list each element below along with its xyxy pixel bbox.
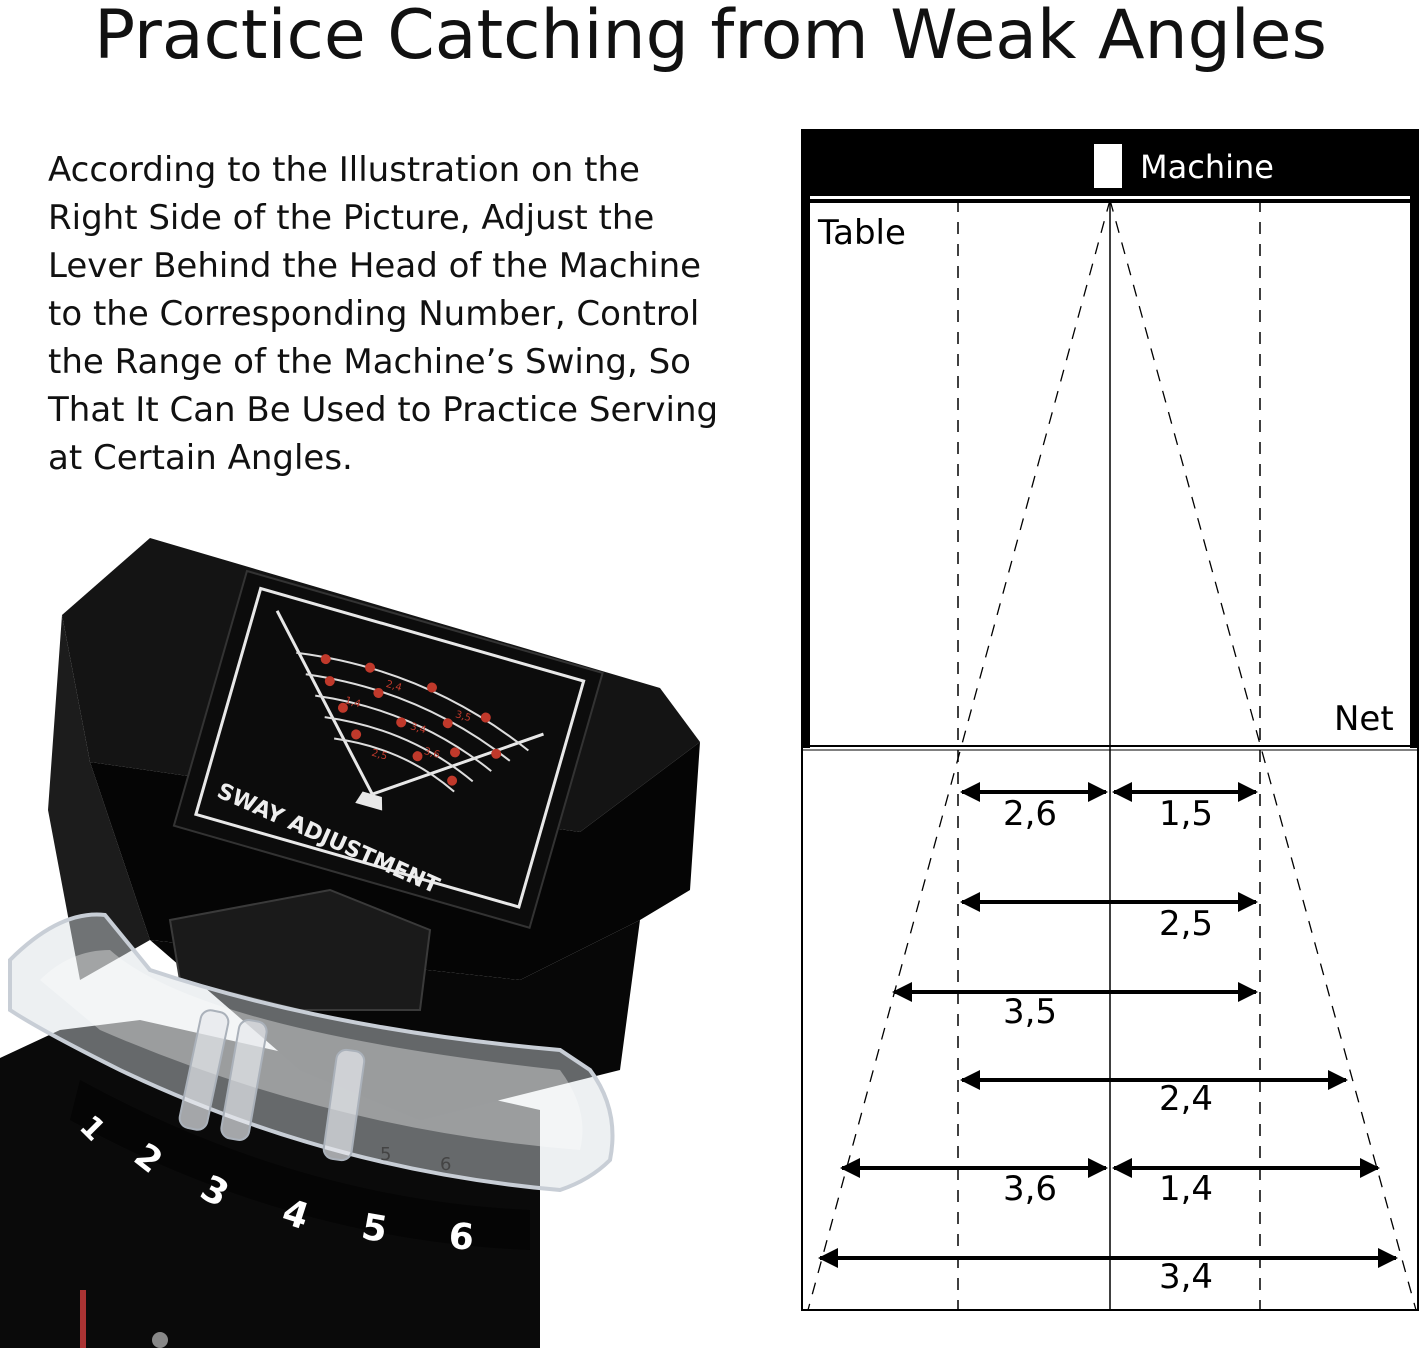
machine-label: Machine (1140, 148, 1274, 186)
panel-number: 3,5 (454, 709, 472, 724)
range-label: 2,6 (1003, 794, 1057, 834)
net-label: Net (1334, 699, 1394, 739)
range-label: 2,4 (1159, 1079, 1213, 1119)
clear-dial: 1 2 3 4 5 6 5 6 (8, 912, 615, 1259)
panel-number: 2,4 (385, 679, 403, 694)
description-line: That It Can Be Used to Practice Serving (48, 390, 719, 430)
dial-small-number: 6 (440, 1154, 451, 1175)
machine-head-photo: 2,4 3,5 1,4 3,4 3,6 2,5 SWAY ADJUSTMENT … (0, 538, 700, 1348)
range-label: 3,6 (1003, 1169, 1057, 1209)
table-label: Table (817, 213, 906, 253)
range-label: 1,4 (1159, 1169, 1213, 1209)
range-label: 3,5 (1003, 992, 1057, 1032)
range-label: 2,5 (1159, 904, 1213, 944)
table-left-edge (802, 196, 810, 748)
range-label: 3,4 (1159, 1257, 1213, 1297)
sway-panel: 2,4 3,5 1,4 3,4 3,6 2,5 SWAY ADJUSTMENT (172, 569, 604, 929)
panel-number: 3,6 (423, 746, 441, 761)
range-label: 1,5 (1159, 794, 1213, 834)
description-line: According to the Illustration on the (48, 150, 640, 190)
dial-number: 6 (447, 1216, 475, 1259)
machine-marker (1094, 144, 1122, 188)
description-line: Lever Behind the Head of the Machine (48, 246, 702, 286)
panel-number: 3,4 (409, 721, 427, 736)
panel-number: 1,4 (344, 695, 362, 710)
dial-small-number: 5 (380, 1144, 391, 1165)
panel-number: 2,5 (370, 748, 388, 763)
description-line: the Range of the Machine’s Swing, So (48, 342, 691, 382)
description: According to the Illustration on the Rig… (48, 146, 719, 482)
table-right-edge (1410, 196, 1418, 748)
description-line: to the Corresponding Number, Control (48, 294, 700, 334)
page-title: Practice Catching from Weak Angles (94, 0, 1327, 75)
range-arrows (818, 782, 1398, 1268)
description-line: at Certain Angles. (48, 438, 353, 478)
machine-head-side (48, 615, 150, 980)
table-angle-diagram: Machine Table Net 2,6 1,5 2,5 3,5 2,4 3,… (801, 129, 1419, 1311)
description-line: Right Side of the Picture, Adjust the (48, 198, 655, 238)
